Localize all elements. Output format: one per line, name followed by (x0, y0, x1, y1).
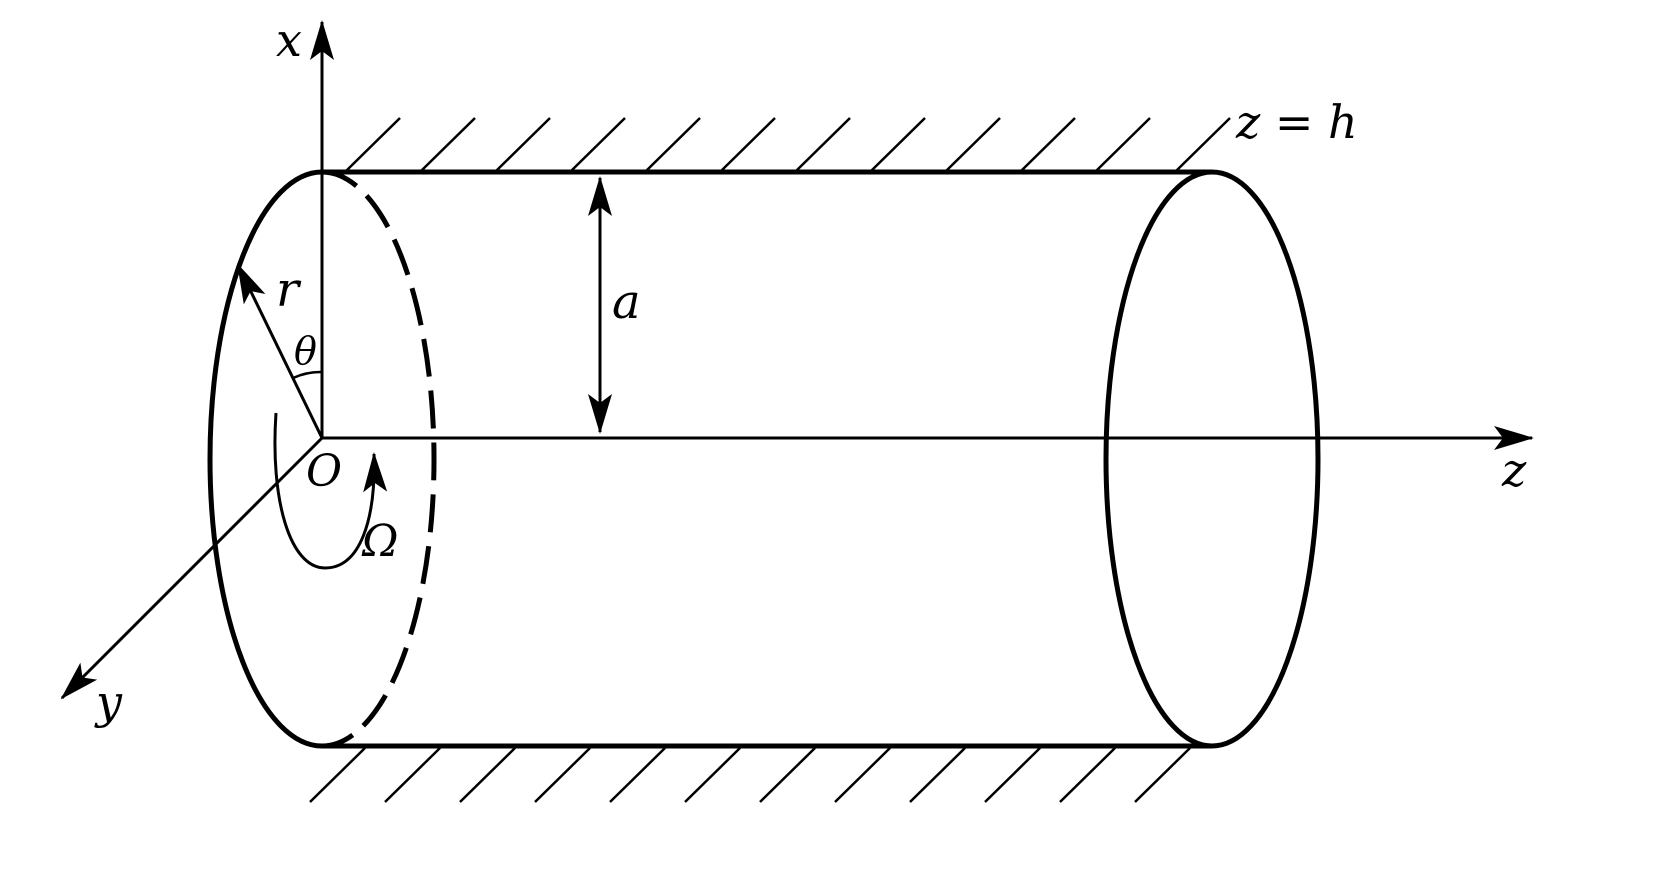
top-wall-hatching (344, 117, 1231, 173)
right-end-cap (1103, 169, 1321, 749)
left-end-cap-front (207, 169, 323, 749)
origin-label: O (306, 446, 342, 497)
left-end-cap-hidden (321, 169, 437, 749)
x-axis-label: x (276, 13, 302, 67)
rotation-arrow (273, 412, 388, 570)
z-axis-label: z (1501, 443, 1527, 497)
bottom-wall-hatching (309, 747, 1191, 803)
theta-arc (292, 370, 323, 380)
end-plane-label: z = h (1235, 95, 1358, 149)
cylinder-radius-label: a (612, 274, 641, 330)
radius-label: r (276, 262, 302, 318)
y-axis-label: y (94, 675, 123, 729)
y-axis (60, 436, 324, 700)
rotation-label: Ω (361, 516, 398, 567)
radius-vector (236, 263, 324, 439)
angle-label: θ (294, 329, 317, 373)
